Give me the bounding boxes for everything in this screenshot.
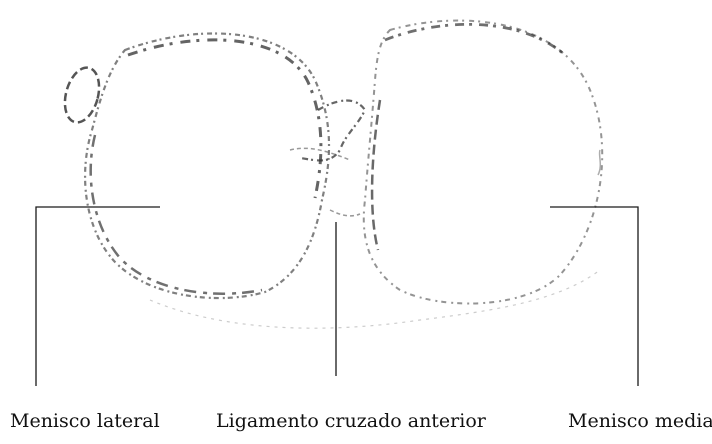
label-anterior-cruciate-ligament: Ligamento cruzado anterior [216,412,486,431]
label-medial-meniscus: Menisco medial [568,412,712,431]
lateral-oval-structure [59,64,104,126]
leader-line-medial [550,207,638,386]
lateral-meniscus-outline [85,33,329,298]
cruciate-ligament-outline [300,101,365,161]
label-lateral-meniscus: Menisco lateral [10,412,160,431]
leader-line-lateral [36,207,160,386]
medial-meniscus-outline [364,21,602,304]
